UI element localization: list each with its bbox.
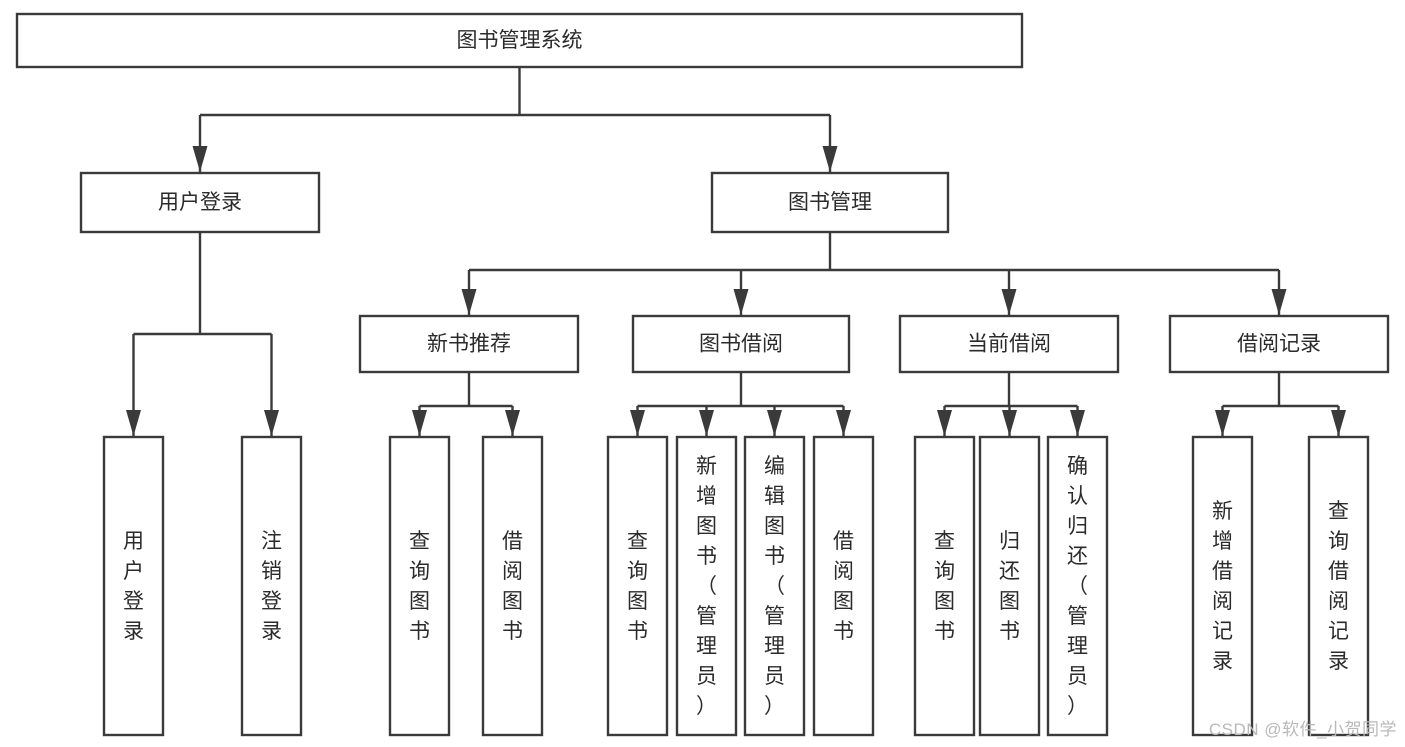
node-label: 当前借阅 bbox=[967, 333, 1051, 356]
node-box bbox=[102, 435, 165, 737]
connector-arrowhead bbox=[630, 410, 645, 436]
connector-arrowhead bbox=[264, 410, 279, 436]
node-box bbox=[388, 435, 451, 737]
leaf-新增图书管理员[interactable]: 新增图书（管理员） bbox=[675, 435, 738, 737]
connector-arrowhead bbox=[192, 146, 208, 172]
node-图书管理[interactable]: 图书管理 bbox=[710, 171, 950, 234]
connector-arrowhead bbox=[767, 410, 782, 436]
node-box bbox=[631, 314, 851, 374]
node-box bbox=[1191, 435, 1254, 737]
node-新书推荐[interactable]: 新书推荐 bbox=[358, 314, 580, 374]
connector-arrowhead bbox=[1331, 410, 1346, 436]
node-box bbox=[978, 435, 1041, 737]
node-label: 借阅记录 bbox=[1237, 333, 1321, 356]
connector-arrowhead bbox=[836, 410, 851, 436]
leaf-借阅图书[interactable]: 借阅图书 bbox=[812, 435, 875, 737]
node-box bbox=[675, 435, 738, 737]
node-box bbox=[710, 171, 950, 234]
node-借阅记录[interactable]: 借阅记录 bbox=[1168, 314, 1390, 374]
node-label: 借阅图书 bbox=[502, 530, 523, 643]
connector-arrowhead bbox=[126, 410, 141, 436]
node-label: 注销登录 bbox=[261, 530, 282, 643]
node-label: 新书推荐 bbox=[427, 333, 511, 356]
node-box bbox=[15, 12, 1024, 69]
connector-arrowhead bbox=[461, 289, 477, 315]
node-box bbox=[606, 435, 669, 737]
connector-arrowhead bbox=[822, 146, 838, 172]
node-box bbox=[358, 314, 580, 374]
connector-arrowhead bbox=[412, 410, 427, 436]
leaf-确认归还管理员[interactable]: 确认归还（管理员） bbox=[1046, 435, 1109, 737]
connector-arrowhead bbox=[699, 410, 714, 436]
connector-arrowhead bbox=[1070, 410, 1085, 436]
node-label: 图书管理 bbox=[788, 191, 872, 214]
leaf-编辑图书管理员[interactable]: 编辑图书（管理员） bbox=[743, 435, 806, 737]
node-注销登录[interactable]: 注销登录 bbox=[240, 435, 303, 737]
connector-arrowhead bbox=[1002, 410, 1017, 436]
node-用户登录[interactable]: 用户登录 bbox=[79, 171, 321, 234]
node-box bbox=[913, 435, 976, 737]
node-box bbox=[812, 435, 875, 737]
connector-arrowhead bbox=[1001, 289, 1017, 315]
node-label: 查询图书 bbox=[627, 530, 648, 643]
node-box bbox=[1168, 314, 1390, 374]
connector-arrowhead bbox=[505, 410, 520, 436]
leaf-借阅图书[interactable]: 借阅图书 bbox=[481, 435, 544, 737]
connector-arrowhead bbox=[937, 410, 952, 436]
node-label: 借阅图书 bbox=[833, 530, 854, 643]
connector-arrowhead bbox=[1215, 410, 1230, 436]
node-box bbox=[1307, 435, 1370, 737]
node-box bbox=[743, 435, 806, 737]
node-图书借阅[interactable]: 图书借阅 bbox=[631, 314, 851, 374]
connector-arrowhead bbox=[1271, 289, 1287, 315]
node-label: 查询图书 bbox=[934, 530, 955, 643]
node-box bbox=[1046, 435, 1109, 737]
csdn-watermark: CSDN @软件_小贺同学 bbox=[1208, 720, 1397, 739]
node-label: 确认归还（管理员） bbox=[1067, 455, 1088, 718]
node-label: 新增图书（管理员） bbox=[696, 455, 717, 718]
node-label: 新增借阅记录 bbox=[1212, 500, 1233, 673]
node-label: 归还图书 bbox=[999, 530, 1020, 643]
node-当前借阅[interactable]: 当前借阅 bbox=[898, 314, 1120, 374]
node-box bbox=[898, 314, 1120, 374]
leaf-归还图书[interactable]: 归还图书 bbox=[978, 435, 1041, 737]
leaf-新增借阅记录[interactable]: 新增借阅记录 bbox=[1191, 435, 1254, 737]
node-label: 图书管理系统 bbox=[457, 29, 583, 52]
node-label: 查询借阅记录 bbox=[1328, 500, 1349, 673]
connector-layer bbox=[126, 67, 1346, 436]
connector-arrowhead bbox=[733, 289, 749, 315]
node-label: 编辑图书（管理员） bbox=[764, 455, 785, 718]
node-box bbox=[79, 171, 321, 234]
node-label: 图书借阅 bbox=[699, 333, 783, 356]
leaf-查询图书[interactable]: 查询图书 bbox=[388, 435, 451, 737]
node-box bbox=[481, 435, 544, 737]
node-box bbox=[240, 435, 303, 737]
node-用户登录[interactable]: 用户登录 bbox=[102, 435, 165, 737]
node-layer: 图书管理系统用户登录用户登录注销登录图书管理新书推荐查询图书借阅图书图书借阅查询… bbox=[15, 12, 1390, 737]
leaf-查询图书[interactable]: 查询图书 bbox=[913, 435, 976, 737]
leaf-查询图书[interactable]: 查询图书 bbox=[606, 435, 669, 737]
node-图书管理系统[interactable]: 图书管理系统 bbox=[15, 12, 1024, 69]
node-label: 用户登录 bbox=[158, 191, 242, 214]
leaf-查询借阅记录[interactable]: 查询借阅记录 bbox=[1307, 435, 1370, 737]
node-label: 用户登录 bbox=[123, 530, 144, 643]
node-label: 查询图书 bbox=[409, 530, 430, 643]
